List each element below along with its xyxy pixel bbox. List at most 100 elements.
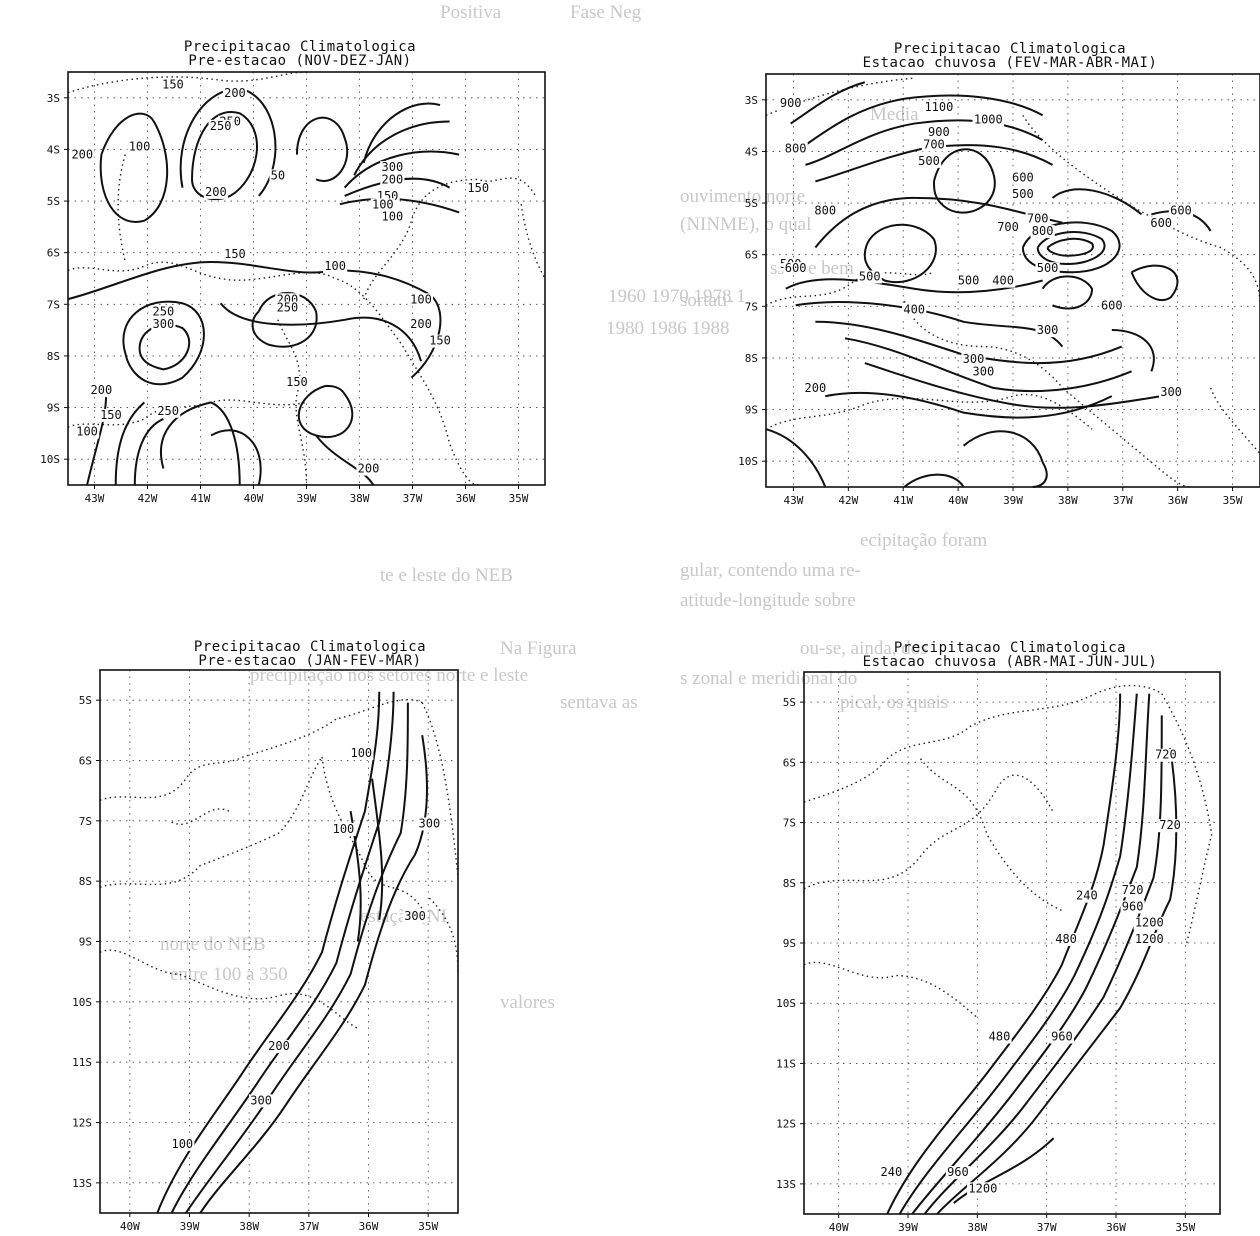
coastline xyxy=(766,394,1092,429)
contour-label-bg xyxy=(275,301,300,315)
title-line-1: Precipitacao Climatologica xyxy=(893,41,1127,57)
contour-label: 200 xyxy=(268,1039,290,1053)
contour-label-bg xyxy=(417,817,442,831)
bleed-text: 1980 1986 1988 xyxy=(606,318,730,339)
contour-label: 200 xyxy=(224,86,246,100)
isohyet-line xyxy=(815,198,1062,248)
contour-label-bg xyxy=(408,293,434,307)
coastline xyxy=(1162,694,1212,943)
isohyet-line xyxy=(865,363,1161,408)
contour-label-bg xyxy=(1157,819,1183,833)
bleed-text: valores xyxy=(500,992,555,1013)
contour-label-bg xyxy=(284,375,310,389)
contour-label: 960 xyxy=(1122,899,1144,913)
x-tick-label: 37W xyxy=(299,1220,319,1233)
isohyet-line xyxy=(316,435,373,485)
contour-label: 200 xyxy=(410,317,432,331)
contour-label: 300 xyxy=(1037,323,1059,337)
isohyet-line xyxy=(912,694,1149,1214)
contour-label-bg xyxy=(956,274,981,288)
isohyet-line xyxy=(766,429,825,487)
x-tick-label: 41W xyxy=(893,494,913,507)
y-tick-label: 5S xyxy=(783,696,796,709)
map-frame xyxy=(765,73,1260,488)
y-tick-label: 7S xyxy=(745,300,758,313)
coastline xyxy=(100,700,422,801)
contour-label-bg xyxy=(1010,187,1035,201)
contour-label-bg xyxy=(1035,262,1060,276)
contour-label: 1000 xyxy=(974,113,1003,127)
contour-label: 300 xyxy=(973,364,995,378)
isohyet-line xyxy=(161,402,240,485)
x-tick-label: 43W xyxy=(784,494,804,507)
contour-label: 200 xyxy=(205,185,227,199)
contour-label-bg xyxy=(921,138,947,152)
x-tick-label: 35W xyxy=(418,1220,438,1233)
contour-label: 200 xyxy=(71,148,93,162)
x-tick-label: 41W xyxy=(191,492,211,505)
coastline xyxy=(1211,388,1260,454)
isohyet-line xyxy=(825,393,1112,418)
y-tick-label: 9S xyxy=(783,937,796,950)
contour-label: 800 xyxy=(785,141,807,155)
y-tick-label: 7S xyxy=(783,817,796,830)
isohyet-line xyxy=(786,279,1043,292)
isohyet-line xyxy=(186,703,408,1213)
contour-label-bg xyxy=(991,274,1016,288)
contour-label: 400 xyxy=(903,303,925,317)
contour-label: 1200 xyxy=(1135,932,1164,946)
contour-label: 900 xyxy=(928,125,950,139)
contour-label-bg xyxy=(971,365,996,379)
title-line-2: Pre-estacao (JAN-FEV-MAR) xyxy=(198,653,422,669)
y-tick-label: 11S xyxy=(72,1056,92,1069)
bleed-text: pical, os quais xyxy=(840,692,949,713)
contour-label-bg xyxy=(987,1030,1012,1044)
title-line-2: Estacao chuvosa (FEV-MAR-ABR-MAI) xyxy=(862,55,1158,71)
isohyet-line xyxy=(806,120,1043,165)
coastline xyxy=(322,757,422,909)
contour-label: 300 xyxy=(153,317,175,331)
isohyet-layer xyxy=(68,89,459,485)
contour-label-bg xyxy=(879,1166,904,1180)
contour-label-bg xyxy=(926,125,951,139)
contour-label-bg xyxy=(208,119,233,133)
contour-label: 250 xyxy=(277,301,299,315)
contour-label-bg xyxy=(1120,884,1145,898)
map-frame xyxy=(67,71,546,486)
contour-label: 900 xyxy=(780,96,802,110)
isohyet-layer xyxy=(766,82,1211,487)
bleed-text: (NINME), o qual xyxy=(680,214,812,235)
title-line-1: Precipitacao Climatologica xyxy=(183,39,417,55)
y-tick-label: 5S xyxy=(47,195,60,208)
isohyet-line xyxy=(87,394,106,485)
y-tick-label: 11S xyxy=(776,1057,796,1070)
isohyet-line xyxy=(354,122,449,176)
x-tick-label: 37W xyxy=(403,492,423,505)
contour-label: 250 xyxy=(157,404,179,418)
isohyet-line xyxy=(1048,239,1093,256)
panel-4-title: Precipitacao Climatologica Estacao chuvo… xyxy=(800,641,1220,669)
contour-label: 150 xyxy=(429,334,451,348)
contour-label: 200 xyxy=(382,173,404,187)
contour-label-bg xyxy=(427,334,453,348)
y-tick-label: 10S xyxy=(738,455,758,468)
isohyet-line xyxy=(181,89,276,196)
contour-label-bg xyxy=(1035,324,1060,338)
y-tick-label: 6S xyxy=(79,755,92,768)
x-tick-label: 37W xyxy=(1113,494,1133,507)
contour-label: 100 xyxy=(324,259,346,273)
coastline xyxy=(118,155,125,262)
isohyet-line xyxy=(140,325,190,369)
coastline xyxy=(68,400,307,427)
isohyet-line xyxy=(364,103,440,162)
y-tick-label: 10S xyxy=(776,997,796,1010)
contour-label: 100 xyxy=(171,1137,193,1151)
contour-label-bg xyxy=(1030,225,1055,239)
y-tick-label: 8S xyxy=(47,350,60,363)
